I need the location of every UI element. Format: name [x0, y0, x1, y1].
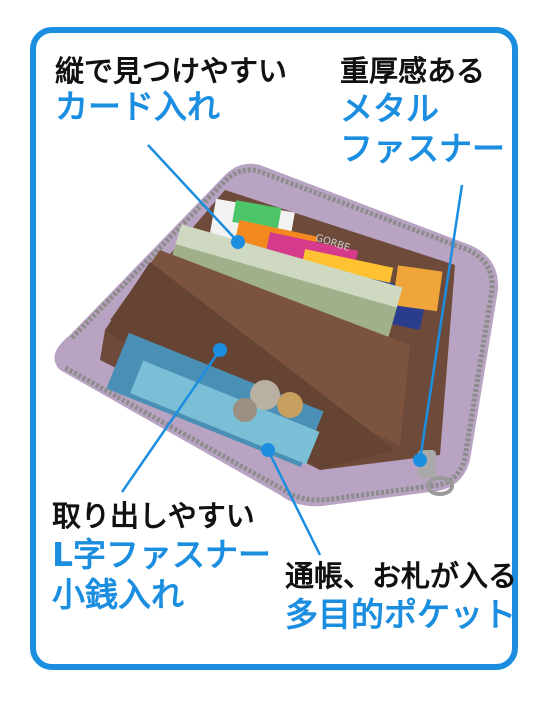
coins — [233, 380, 303, 422]
coin-pocket-title: 取り出しやすい — [52, 499, 255, 533]
coin-pocket-highlight-1: L字ファスナー — [52, 535, 272, 574]
bottom-pocket — [106, 332, 324, 468]
callout-lines — [120, 144, 464, 556]
multi-pocket-title: 通帳、お札が入る — [285, 559, 518, 593]
pointer-card — [147, 144, 239, 243]
zipper-highlight-2: ファスナー — [340, 129, 505, 168]
coin-pocket — [105, 262, 395, 470]
zipper-highlight-1: メタル — [340, 89, 439, 128]
callout-frame — [30, 27, 518, 670]
pointer-multi — [266, 449, 322, 556]
card-slots-title: 縦で見つけやすい — [55, 54, 288, 88]
pointer-dots — [213, 235, 427, 467]
multi-pocket-highlight: 多目的ポケット — [285, 595, 516, 634]
card-slots-highlight: カード入れ — [55, 87, 220, 126]
zipper-title: 重厚感ある — [340, 54, 486, 88]
pointer-coin — [120, 349, 222, 493]
pointer-zipper — [418, 184, 464, 461]
coin-pocket-highlight-2: 小銭入れ — [52, 575, 184, 614]
